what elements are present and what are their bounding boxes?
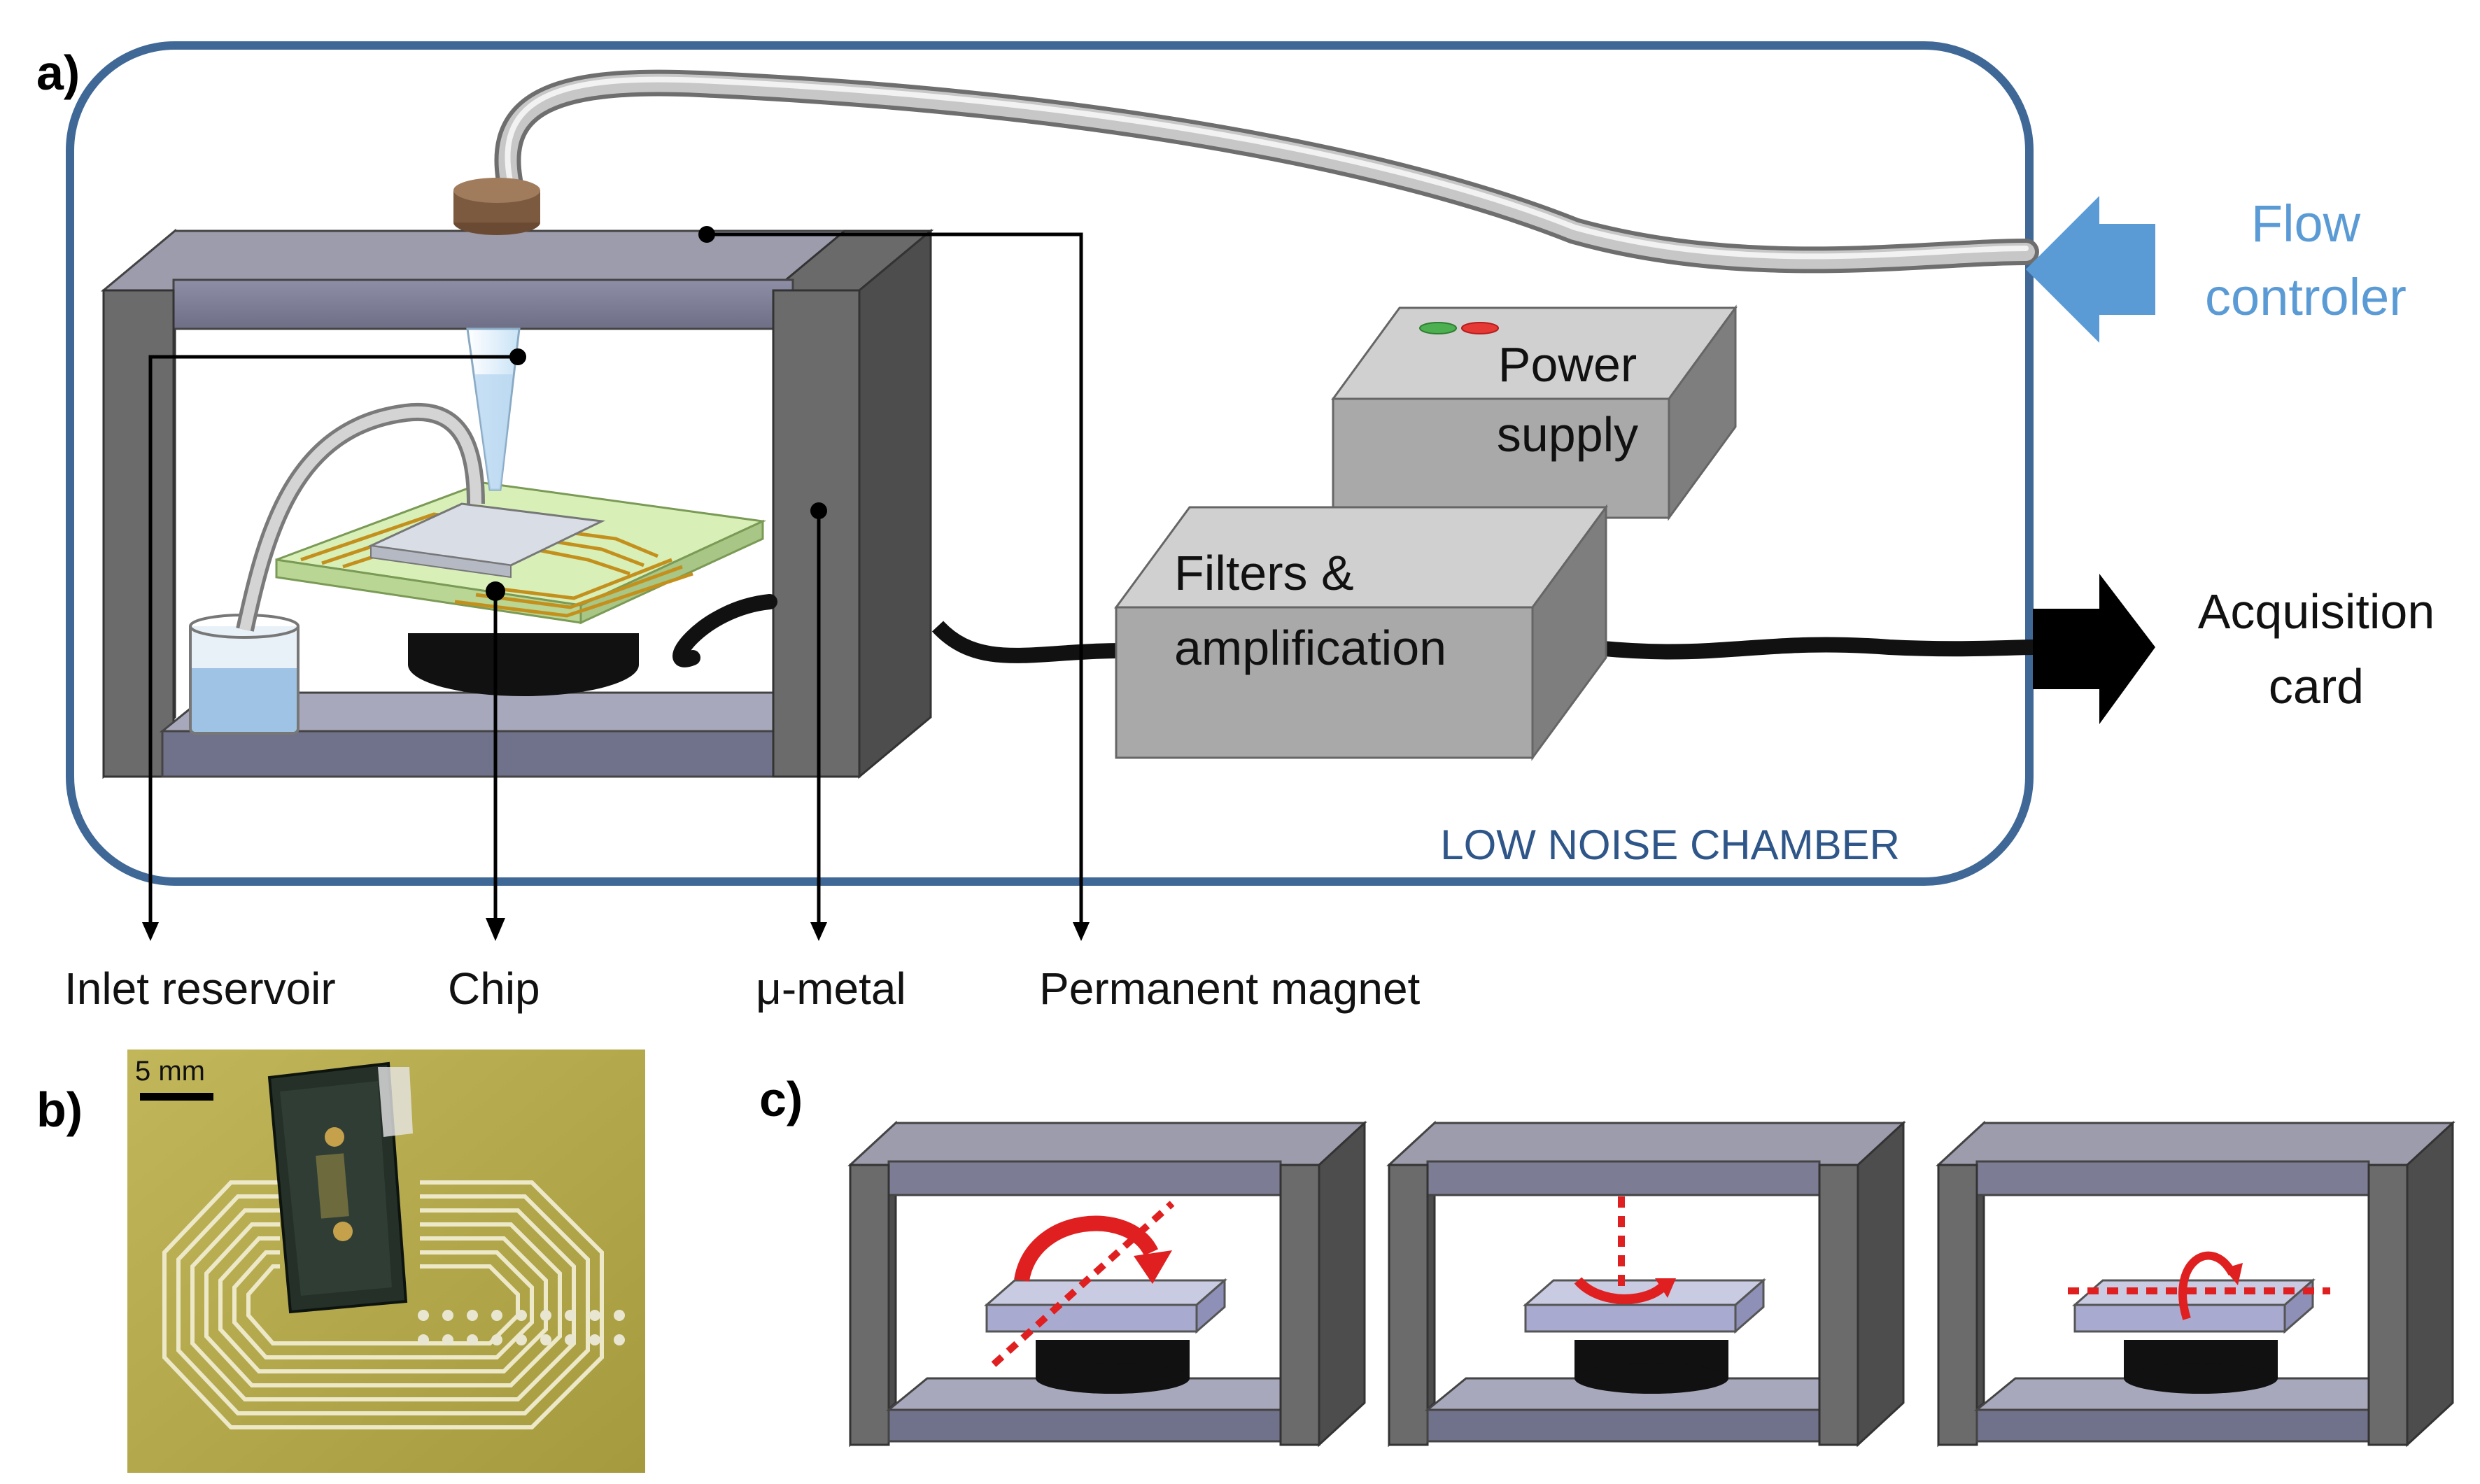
setup-rotation-3 — [1936, 1120, 2456, 1448]
amplifier-to-acquisition-cable — [1559, 636, 2034, 660]
acquisition-line2: card — [2269, 659, 2364, 714]
scale-bar-label: 5 mm — [135, 1056, 205, 1087]
chip-cable — [672, 594, 777, 667]
panel-label-c: c) — [759, 1072, 803, 1126]
rotation-arrow — [2178, 1251, 2236, 1320]
filters-line1: Filters & — [1174, 546, 1354, 600]
power-supply-line2: supply — [1497, 407, 1638, 462]
power-supply-line1: Power — [1498, 337, 1637, 392]
panel-label-b: b) — [36, 1082, 83, 1137]
scale-bar — [140, 1093, 213, 1101]
power-led-green — [1419, 322, 1457, 334]
callout-leaders — [148, 232, 1083, 934]
callout-dots — [486, 226, 827, 601]
power-led-red — [1461, 322, 1499, 334]
acquisition-arrow — [2033, 574, 2155, 724]
flow-controller-arrow — [2026, 196, 2155, 343]
chip-photo — [127, 1050, 645, 1473]
amplifier-box — [1114, 504, 1608, 761]
mu-metal-frame — [100, 228, 934, 779]
acquisition-line1: Acquisition — [2198, 584, 2435, 639]
setup-rotation-1 — [847, 1120, 1367, 1448]
shield-to-amplifier-cable — [931, 621, 1120, 663]
flow-controller-line2: controler — [2205, 268, 2407, 326]
filters-line2: amplification — [1174, 621, 1446, 675]
callout-mu-metal: μ-metal — [756, 963, 906, 1014]
setup-rotation-2 — [1386, 1120, 1906, 1448]
chamber-label: LOW NOISE CHAMBER — [1440, 821, 1900, 868]
flow-controller-line1: Flow — [2251, 195, 2361, 253]
rotation-configurations — [847, 1120, 2456, 1448]
panel-label-a: a) — [36, 45, 80, 100]
callout-permanent-magnet: Permanent magnet — [1039, 963, 1421, 1014]
inlet-reservoir — [189, 614, 300, 735]
rotation-arrow — [1014, 1215, 1158, 1282]
rotation-arrow — [1574, 1277, 1670, 1304]
callout-arrowheads — [142, 918, 1090, 941]
callout-inlet-reservoir: Inlet reservoir — [64, 963, 336, 1014]
low-noise-chamber-outline — [66, 41, 2034, 886]
callout-chip: Chip — [448, 963, 540, 1014]
